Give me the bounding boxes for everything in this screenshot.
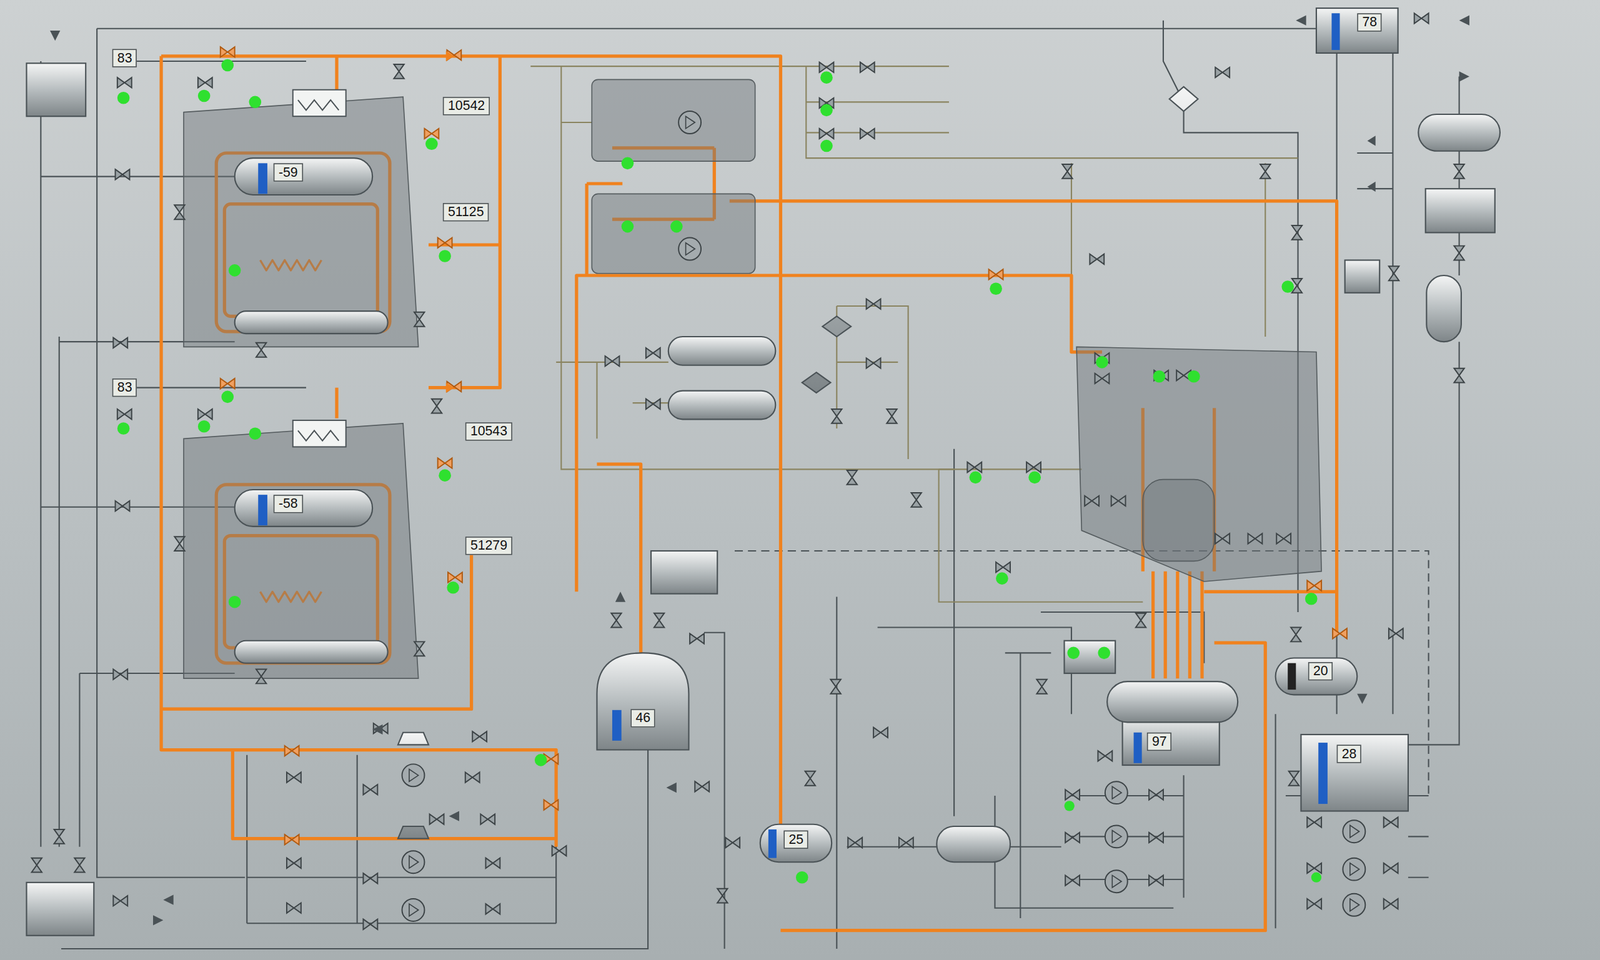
value-display: 20 (1308, 662, 1334, 681)
value-text: 10542 (447, 98, 485, 115)
value-display: 78 (1356, 13, 1382, 32)
value-display: 83 (112, 378, 138, 397)
value-text: 78 (1361, 14, 1377, 31)
value-text: 83 (117, 49, 133, 67)
value-display: 97 (1147, 732, 1173, 751)
value-text: -59 (278, 164, 299, 181)
value-display: 46 (630, 709, 656, 728)
value-text: 51279 (470, 537, 508, 555)
value-text: 28 (1341, 745, 1357, 763)
value-display: 51279 (465, 536, 513, 555)
value-text: -58 (278, 496, 299, 513)
value-text: 25 (789, 831, 805, 848)
value-display: -59 (273, 163, 304, 182)
value-text: 51125 (447, 204, 484, 221)
value-display: 10543 (465, 422, 513, 441)
value-display: 25 (783, 830, 809, 850)
value-text: 46 (636, 710, 651, 727)
value-text: 97 (1152, 733, 1168, 750)
value-display: -58 (273, 494, 304, 513)
value-text: 83 (117, 379, 133, 397)
value-display: 51125 (442, 203, 490, 222)
value-display: 28 (1336, 744, 1362, 763)
value-display: 10542 (442, 96, 490, 115)
value-display: 83 (112, 48, 138, 67)
value-text: 10543 (470, 423, 508, 440)
value-text: 20 (1313, 663, 1329, 680)
